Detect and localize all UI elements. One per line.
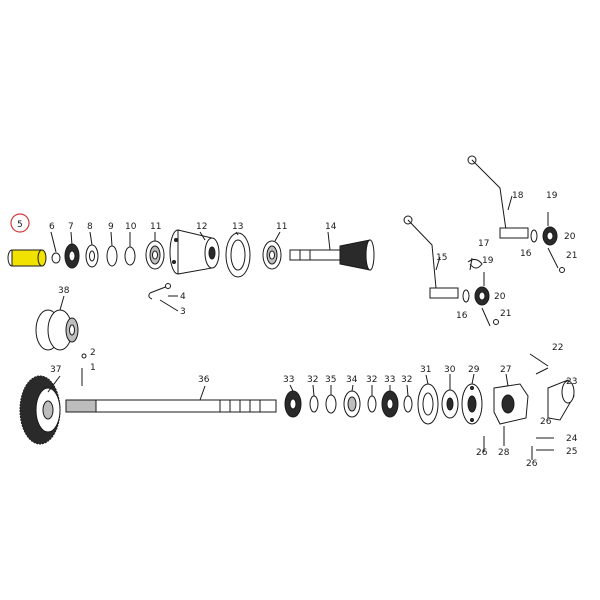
callout-28: 28 (498, 448, 510, 458)
part-31-gasket[interactable] (417, 383, 439, 425)
part-18-lever[interactable] (467, 155, 529, 239)
part-30-ring[interactable] (441, 389, 459, 419)
callout-6: 6 (49, 222, 55, 232)
callout-19b: 19 (482, 256, 494, 266)
callout-17: 17 (478, 239, 489, 249)
part-11-bearing-2[interactable] (262, 240, 282, 270)
highlight-circle (10, 213, 30, 233)
callout-33b: 33 (384, 375, 395, 385)
part-32-ring-a[interactable] (309, 395, 319, 413)
callout-11b: 11 (276, 222, 287, 232)
lever-assembly (403, 155, 565, 327)
callout-27: 27 (500, 365, 511, 375)
part-5-sleeve[interactable] (7, 249, 47, 267)
callout-12: 12 (196, 222, 207, 232)
callout-23: 23 (566, 377, 577, 387)
part-14-pinion-shaft[interactable] (289, 239, 375, 271)
callout-34: 34 (346, 375, 358, 385)
callout-26b: 26 (476, 448, 488, 458)
callout-2: 2 (90, 348, 96, 358)
callout-14: 14 (325, 222, 337, 232)
part-6-ring[interactable] (51, 252, 61, 264)
leader-lines (47, 195, 513, 401)
part-36-main-shaft[interactable] (65, 399, 277, 413)
callout-19a: 19 (546, 191, 558, 201)
callout-5: 5 (17, 220, 23, 230)
part-16-washer-b[interactable] (462, 289, 470, 303)
part-21-link-b[interactable] (481, 307, 499, 327)
part-8-washer[interactable] (85, 244, 99, 268)
part-12-housing[interactable] (169, 229, 220, 275)
part-33-gear-b[interactable] (381, 390, 399, 418)
part-32-ring-c[interactable] (403, 395, 413, 413)
callout-9: 9 (108, 222, 114, 232)
part-7-gear[interactable] (64, 243, 80, 269)
callout-35: 35 (325, 375, 336, 385)
part-27-housing[interactable] (493, 383, 529, 425)
callout-15: 15 (436, 253, 447, 263)
part-13-gasket[interactable] (225, 232, 251, 278)
callout-labels: 5 6 7 8 9 10 11 12 13 11 14 4 3 18 19 20… (17, 191, 578, 469)
part-20-collar-b[interactable] (474, 286, 490, 306)
callout-30: 30 (444, 365, 456, 375)
part-35-ring[interactable] (325, 394, 337, 414)
part-22-stud[interactable] (529, 353, 549, 375)
callout-21a: 21 (566, 251, 577, 261)
callout-32c: 32 (401, 375, 412, 385)
part-38-dog-clutch[interactable] (35, 309, 79, 351)
callout-33a: 33 (283, 375, 294, 385)
part-29-flange[interactable] (461, 383, 483, 425)
callout-4: 4 (180, 292, 186, 302)
callout-29: 29 (468, 365, 480, 375)
part-2-pin[interactable] (81, 353, 87, 359)
callout-11a: 11 (150, 222, 161, 232)
callout-16b: 16 (456, 311, 468, 321)
lower-right-assembly (284, 353, 575, 460)
callout-26a: 26 (540, 417, 552, 427)
part-17-spring[interactable] (467, 258, 483, 269)
part-33-gear[interactable] (284, 390, 302, 418)
callout-16a: 16 (520, 249, 532, 259)
part-9-ring[interactable] (106, 245, 118, 267)
callout-36: 36 (198, 375, 210, 385)
callout-20b: 20 (494, 292, 506, 302)
callout-31: 31 (420, 365, 431, 375)
callout-26c: 26 (526, 459, 538, 469)
callout-3: 3 (180, 307, 186, 317)
callout-24: 24 (566, 434, 578, 444)
callout-38: 38 (58, 286, 70, 296)
part-32-ring-b[interactable] (367, 395, 377, 413)
part-34-bearing[interactable] (343, 390, 361, 418)
part-15-lever[interactable] (403, 215, 459, 299)
callout-32a: 32 (307, 375, 318, 385)
part-4-bolt[interactable] (148, 283, 171, 300)
lower-left-assembly (19, 309, 87, 445)
callout-1: 1 (90, 363, 96, 373)
callout-21b: 21 (500, 309, 511, 319)
callout-8: 8 (87, 222, 93, 232)
callout-25: 25 (566, 447, 577, 457)
callout-10: 10 (125, 222, 137, 232)
part-16-washer-a[interactable] (530, 229, 538, 243)
callout-32b: 32 (366, 375, 377, 385)
callout-13: 13 (232, 222, 243, 232)
callout-7: 7 (68, 222, 74, 232)
part-11-bearing[interactable] (145, 240, 165, 270)
part-10-ring[interactable] (124, 246, 136, 266)
callout-18: 18 (512, 191, 524, 201)
part-21-link-a[interactable] (547, 247, 565, 273)
part-37-gear[interactable] (19, 375, 61, 445)
callout-22: 22 (552, 343, 563, 353)
callout-37: 37 (50, 365, 61, 375)
part-20-collar-a[interactable] (542, 226, 558, 246)
part-23-cover[interactable] (547, 379, 575, 421)
callout-20a: 20 (564, 232, 576, 242)
